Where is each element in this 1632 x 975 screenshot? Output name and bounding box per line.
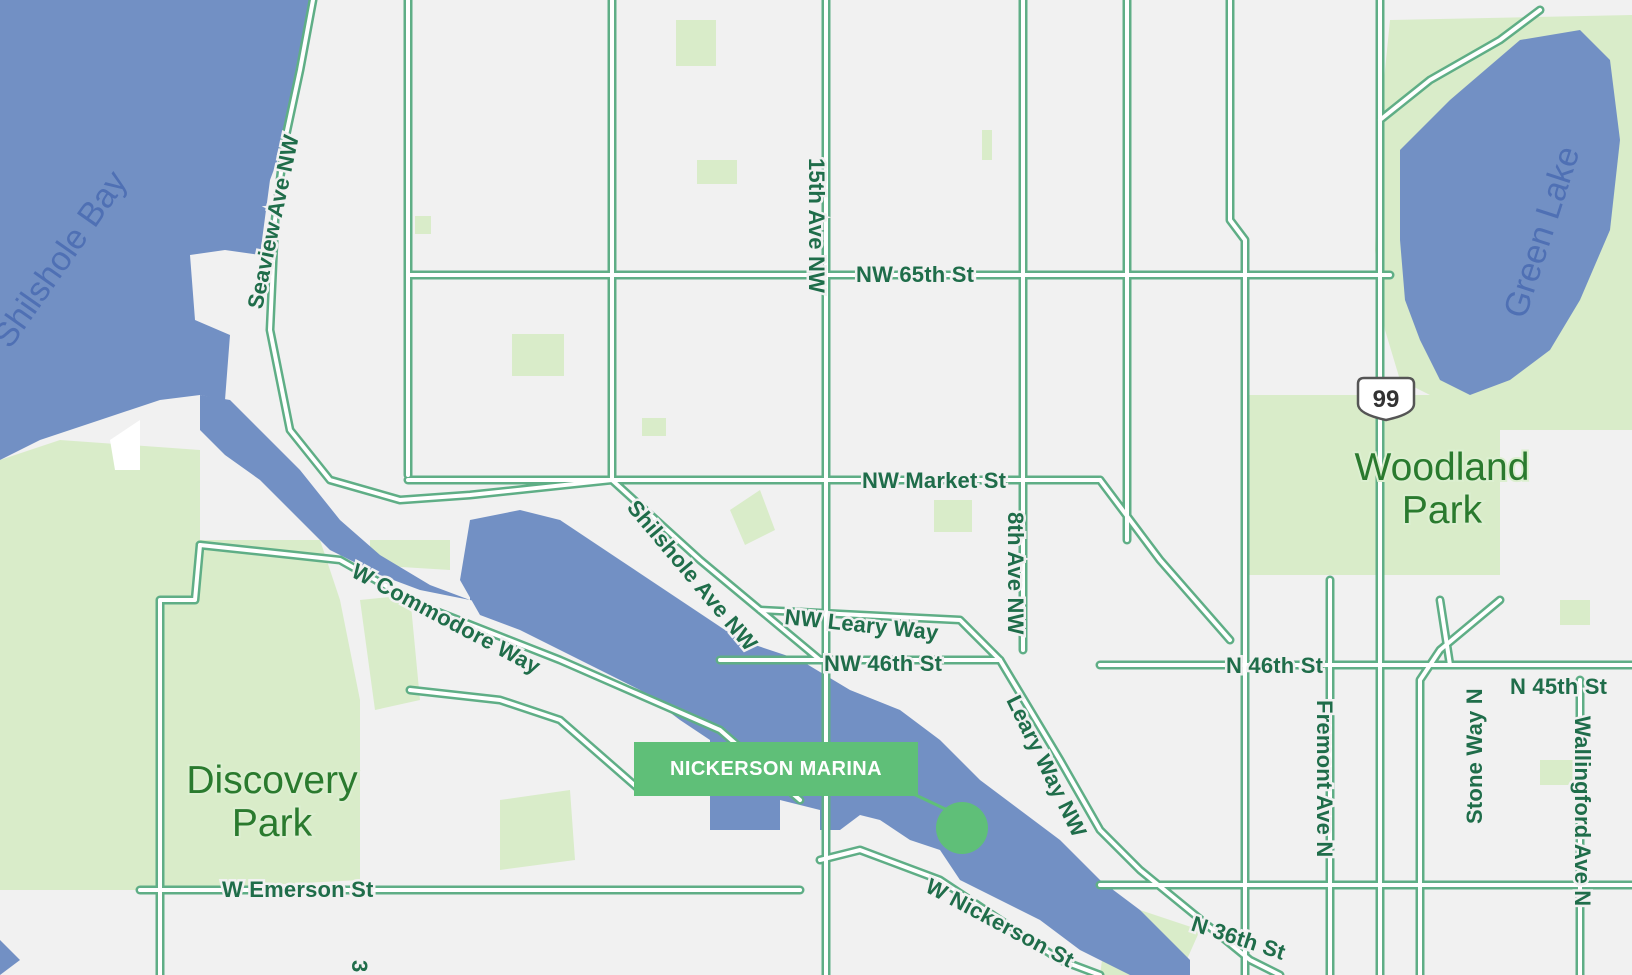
road-label-n-45th: N 45th St xyxy=(1510,674,1608,699)
discovery-park-label-2: Park xyxy=(232,802,313,845)
discovery-park-label-1: Discovery xyxy=(186,759,358,802)
highway-number: 99 xyxy=(1373,386,1400,413)
road-label-nw-46th: NW 46th St xyxy=(824,651,943,676)
shilshole-bay xyxy=(0,0,313,460)
road-label-wallingford: Wallingford Ave N xyxy=(1570,716,1595,906)
road-label-stone-way: Stone Way N xyxy=(1462,688,1487,824)
road-label-nw-65th: NW 65th St xyxy=(856,262,975,287)
green-lake xyxy=(1400,30,1620,395)
map-pin-dot-icon[interactable] xyxy=(936,802,988,854)
pier-block xyxy=(110,420,140,470)
woodland-park-label-1: Woodland xyxy=(1355,446,1530,489)
road-label-8th-ave: 8th Ave NW xyxy=(1003,512,1028,635)
woodland-park-label-2: Park xyxy=(1402,489,1483,532)
location-marker-label[interactable]: NICKERSON MARINA xyxy=(634,742,918,796)
road-label-fremont: Fremont Ave N xyxy=(1312,700,1337,857)
road-network xyxy=(135,0,1632,975)
road-label-n-46th: N 46th St xyxy=(1226,653,1324,678)
highway-99-shield: 99 xyxy=(1356,376,1416,422)
road-label-nw-market: NW Market St xyxy=(862,468,1007,493)
road-label-w-emerson: W Emerson St xyxy=(222,877,374,902)
woodland-park-area xyxy=(1245,395,1500,575)
location-marker-text: NICKERSON MARINA xyxy=(670,757,882,780)
road-label-partial-34th: 3 xyxy=(347,960,372,972)
road-label-15th-ave: 15th Ave NW xyxy=(804,158,829,293)
